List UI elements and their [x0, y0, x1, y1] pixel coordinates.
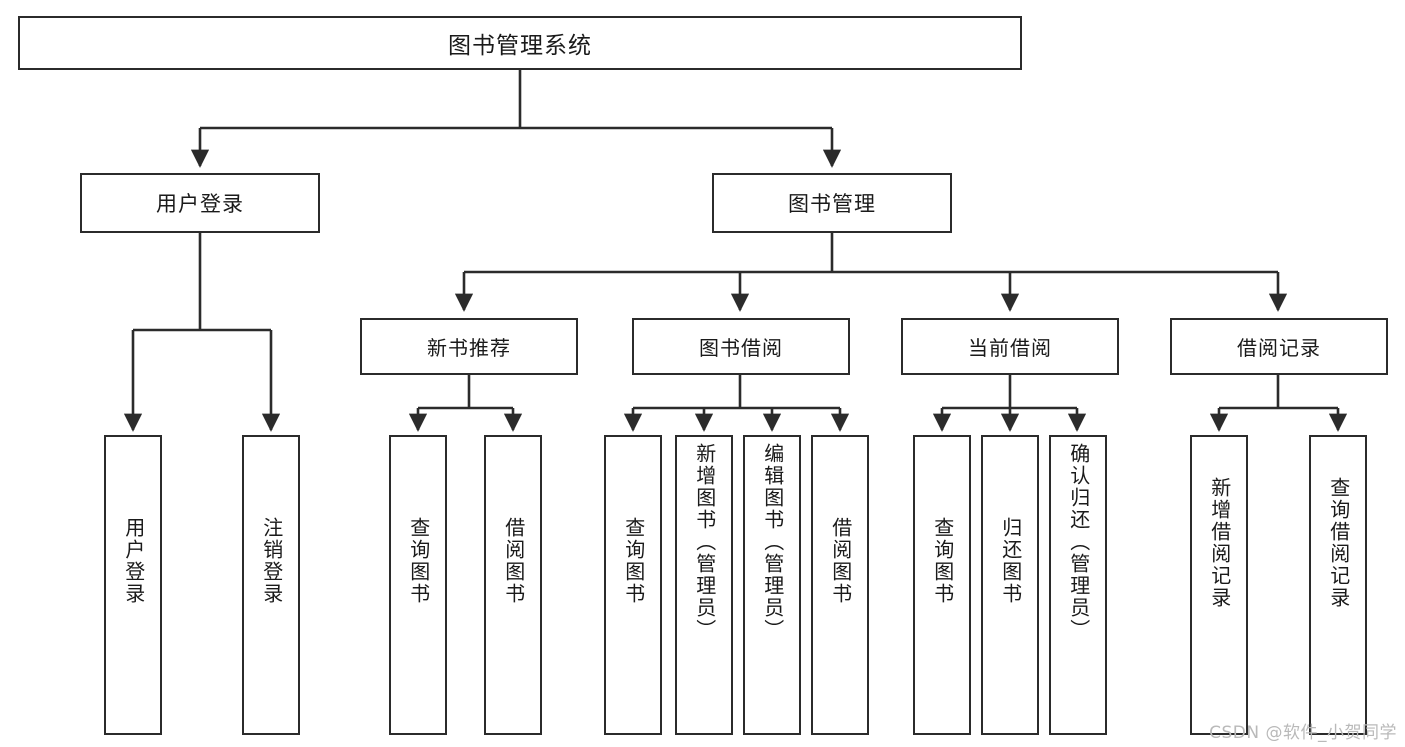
leaf-return-book[interactable]: 归还图书	[981, 435, 1039, 735]
leaf-add-record[interactable]: 新增借阅记录	[1190, 435, 1248, 735]
node-new-book-recommend-label: 新书推荐	[427, 336, 511, 360]
leaf-borrow-book-2[interactable]: 借阅图书	[811, 435, 869, 735]
leaf-user-login-label: 用户登录	[121, 517, 146, 605]
node-root-label: 图书管理系统	[448, 33, 592, 59]
leaf-logout-login[interactable]: 注销登录	[242, 435, 300, 735]
leaf-query-book-1-label: 查询图书	[406, 517, 431, 605]
leaf-query-book-2[interactable]: 查询图书	[604, 435, 662, 735]
leaf-add-book[interactable]: 新增图书（管理员）	[675, 435, 733, 735]
leaf-return-book-label: 归还图书	[998, 517, 1023, 605]
node-user-login-label: 用户登录	[156, 192, 244, 216]
leaf-confirm-return[interactable]: 确认归还（管理员）	[1049, 435, 1107, 735]
leaf-query-book-3[interactable]: 查询图书	[913, 435, 971, 735]
leaf-logout-login-label: 注销登录	[259, 517, 284, 605]
leaf-borrow-book-1[interactable]: 借阅图书	[484, 435, 542, 735]
node-borrow-record[interactable]: 借阅记录	[1170, 318, 1388, 375]
leaf-borrow-book-1-label: 借阅图书	[501, 517, 526, 605]
node-borrow-record-label: 借阅记录	[1237, 336, 1321, 360]
leaf-user-login[interactable]: 用户登录	[104, 435, 162, 735]
leaf-query-book-1[interactable]: 查询图书	[389, 435, 447, 735]
leaf-add-record-label: 新增借阅记录	[1207, 477, 1232, 609]
node-current-borrow[interactable]: 当前借阅	[901, 318, 1119, 375]
node-book-management[interactable]: 图书管理	[712, 173, 952, 233]
node-user-login[interactable]: 用户登录	[80, 173, 320, 233]
leaf-query-book-3-label: 查询图书	[930, 517, 955, 605]
node-new-book-recommend[interactable]: 新书推荐	[360, 318, 578, 375]
node-book-borrow-label: 图书借阅	[699, 336, 783, 360]
leaf-query-record-label: 查询借阅记录	[1326, 477, 1351, 609]
node-current-borrow-label: 当前借阅	[968, 336, 1052, 360]
node-book-borrow[interactable]: 图书借阅	[632, 318, 850, 375]
node-book-management-label: 图书管理	[788, 192, 876, 216]
leaf-confirm-return-label: 确认归还（管理员）	[1066, 443, 1091, 641]
node-root[interactable]: 图书管理系统	[18, 16, 1022, 70]
leaf-edit-book-label: 编辑图书（管理员）	[760, 443, 785, 641]
leaf-query-record[interactable]: 查询借阅记录	[1309, 435, 1367, 735]
watermark: CSDN @软件_小贺同学	[1209, 723, 1397, 743]
leaf-edit-book[interactable]: 编辑图书（管理员）	[743, 435, 801, 735]
leaf-borrow-book-2-label: 借阅图书	[828, 517, 853, 605]
leaf-query-book-2-label: 查询图书	[621, 517, 646, 605]
leaf-add-book-label: 新增图书（管理员）	[692, 443, 717, 641]
